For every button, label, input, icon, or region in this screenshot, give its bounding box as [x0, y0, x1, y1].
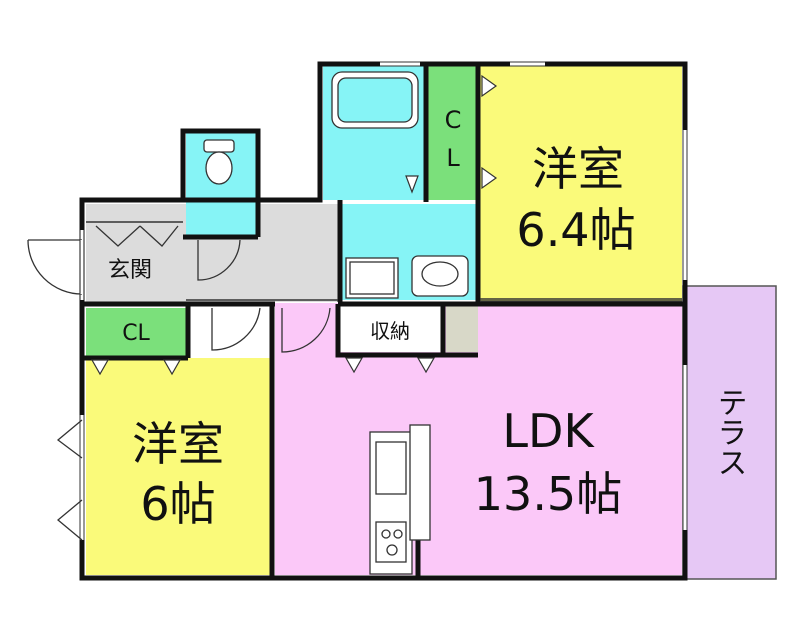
walls — [79, 61, 688, 581]
western-room-lower-size: 6帖 — [140, 477, 215, 531]
label-closet-upper: C L — [445, 106, 462, 172]
storage-alcove-fill — [446, 306, 478, 352]
bathtub-icon — [331, 71, 419, 129]
closet-upper-c: C — [445, 106, 462, 134]
terrace-area — [682, 285, 777, 580]
closet-upper-l: L — [446, 144, 460, 172]
storage-fill — [340, 306, 442, 352]
western-room-upper-fill — [480, 66, 682, 302]
ldk-name: LDK — [502, 404, 595, 458]
closet-upper-fill — [428, 66, 478, 200]
closet-lower-label: CL — [122, 321, 150, 346]
doors — [27, 225, 331, 541]
closet-lower-fill — [86, 308, 186, 356]
entrance-fill — [86, 204, 186, 302]
terrace-label: テラス — [712, 387, 747, 477]
ldk-size: 13.5帖 — [474, 467, 622, 521]
closet-triangles — [90, 74, 498, 376]
washing-machine-icon — [345, 257, 399, 299]
thin-lines — [86, 221, 682, 302]
western-room-lower-name: 洋室 — [132, 417, 224, 471]
entrance-label: 玄関 — [108, 258, 152, 283]
western-room-upper-size: 6.4帖 — [516, 203, 635, 257]
western-room-upper-name: 洋室 — [532, 142, 624, 196]
washbasin-icon — [411, 255, 469, 297]
storage-label: 収納 — [370, 319, 410, 343]
western-room-lower-fill — [86, 358, 271, 575]
kitchen-counter-icon — [369, 424, 431, 575]
toilet-icon — [203, 139, 235, 185]
window-lines — [79, 61, 688, 540]
